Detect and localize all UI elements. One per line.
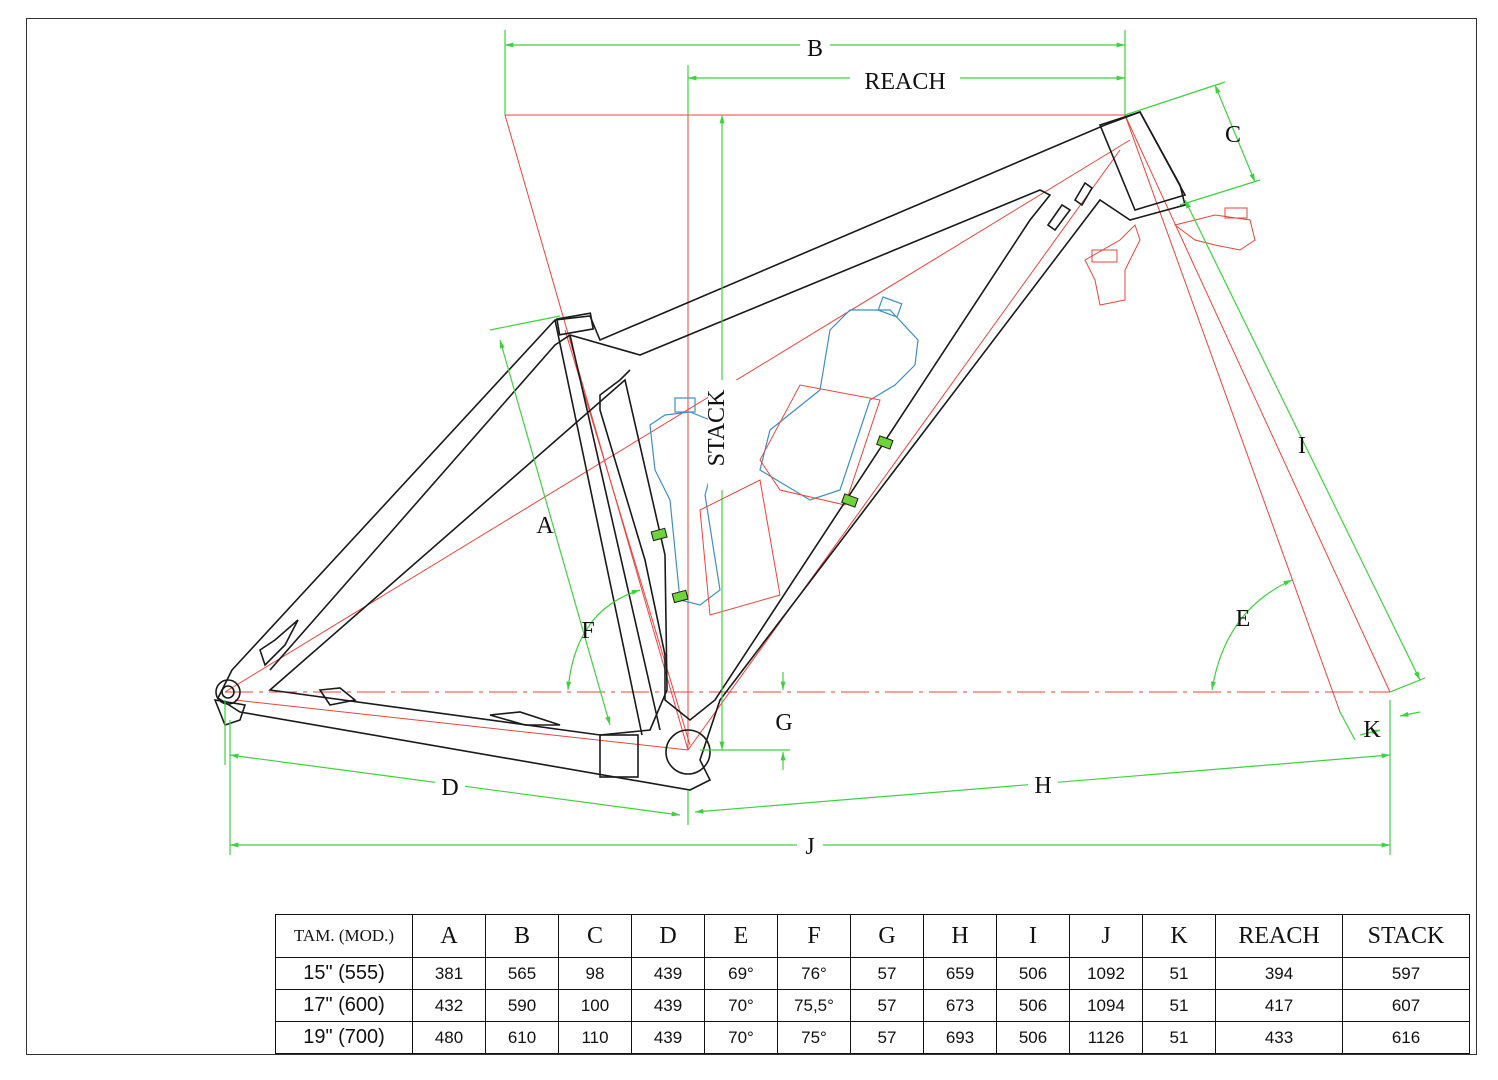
cell: 51: [1142, 957, 1216, 990]
header-f: F: [777, 914, 851, 958]
cell: 75,5°: [777, 989, 851, 1022]
header-b: B: [485, 914, 559, 958]
cell: 70°: [704, 1021, 778, 1054]
cell: 480: [412, 1021, 486, 1054]
label-k: K: [1363, 717, 1381, 743]
cell: 506: [996, 1021, 1070, 1054]
cell: 1126: [1069, 1021, 1143, 1054]
cell: 506: [996, 957, 1070, 990]
cable-ports: [650, 435, 894, 604]
cell: 506: [996, 989, 1070, 1022]
cell: 433: [1215, 1021, 1343, 1054]
header-k: K: [1142, 914, 1216, 958]
label-a: A: [536, 513, 554, 539]
header-g: G: [850, 914, 924, 958]
table-row: 17" (600) 432 590 100 439 70° 75,5° 57 6…: [275, 989, 1470, 1022]
header-reach: REACH: [1215, 914, 1343, 958]
geometry-table: TAM. (MOD.) A B C D E F G H I J K REACH …: [275, 914, 1470, 1054]
header-size: TAM. (MOD.): [275, 914, 413, 958]
cell: 432: [412, 989, 486, 1022]
frame-outline: [213, 111, 1187, 791]
cell: 394: [1215, 957, 1343, 990]
cell-size: 17" (600): [275, 989, 413, 1022]
cell: 439: [631, 989, 705, 1022]
cell: 610: [485, 1021, 559, 1054]
label-e: E: [1236, 606, 1251, 632]
cell: 57: [850, 989, 924, 1022]
header-h: H: [923, 914, 997, 958]
cell-size: 19" (700): [275, 1021, 413, 1054]
table-header-row: TAM. (MOD.) A B C D E F G H I J K REACH …: [275, 914, 1470, 958]
cell: 76°: [777, 957, 851, 990]
label-d: D: [441, 775, 458, 801]
header-d: D: [631, 914, 705, 958]
cell: 439: [631, 957, 705, 990]
label-b: B: [807, 36, 823, 62]
label-f: F: [581, 618, 594, 644]
header-c: C: [558, 914, 632, 958]
cell: 51: [1142, 1021, 1216, 1054]
header-a: A: [412, 914, 486, 958]
cell: 590: [485, 989, 559, 1022]
label-i: I: [1298, 433, 1306, 459]
cell: 51: [1142, 989, 1216, 1022]
cell: 57: [850, 1021, 924, 1054]
cell: 1092: [1069, 957, 1143, 990]
cell: 607: [1342, 989, 1470, 1022]
cell: 565: [485, 957, 559, 990]
cell: 673: [923, 989, 997, 1022]
header-j: J: [1069, 914, 1143, 958]
cell: 98: [558, 957, 632, 990]
cell: 110: [558, 1021, 632, 1054]
cell: 417: [1215, 989, 1343, 1022]
cell: 100: [558, 989, 632, 1022]
cell-size: 15" (555): [275, 957, 413, 990]
cell: 659: [923, 957, 997, 990]
cell: 693: [923, 1021, 997, 1054]
label-g: G: [775, 710, 792, 736]
cell: 381: [412, 957, 486, 990]
cell: 57: [850, 957, 924, 990]
cell: 75°: [777, 1021, 851, 1054]
construction-lines: [224, 114, 1391, 751]
table-row: 19" (700) 480 610 110 439 70° 75° 57 693…: [275, 1021, 1470, 1054]
header-i: I: [996, 914, 1070, 958]
label-stack: STACK: [704, 389, 730, 466]
header-stack: STACK: [1342, 914, 1470, 958]
cell: 439: [631, 1021, 705, 1054]
label-reach: REACH: [864, 69, 945, 95]
dimension-lines: [224, 30, 1426, 855]
bottle-cages: [699, 384, 881, 616]
label-h: H: [1034, 773, 1051, 799]
cell: 69°: [704, 957, 778, 990]
drawing-border: [26, 18, 1477, 1055]
cell: 597: [1342, 957, 1470, 990]
label-c: C: [1225, 122, 1241, 148]
label-j: J: [805, 834, 814, 860]
table-row: 15" (555) 381 565 98 439 69° 76° 57 659 …: [275, 957, 1470, 990]
header-e: E: [704, 914, 778, 958]
dimension-labels: B REACH C STACK A F G I E K D H J: [435, 32, 1381, 860]
cell: 70°: [704, 989, 778, 1022]
cell: 1094: [1069, 989, 1143, 1022]
cell: 616: [1342, 1021, 1470, 1054]
water-bottles: [649, 296, 919, 606]
